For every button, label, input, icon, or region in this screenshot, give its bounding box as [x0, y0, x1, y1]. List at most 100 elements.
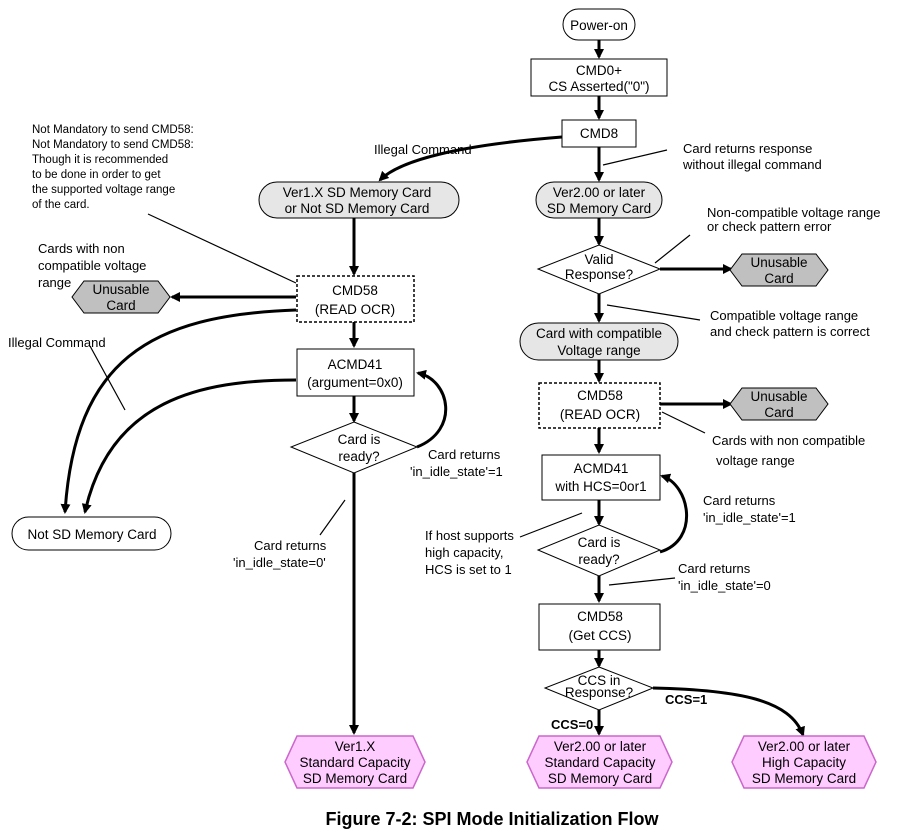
node-unusable-left: Unusable Card: [71, 280, 171, 314]
node-ver2std-line3: SD Memory Card: [548, 771, 652, 786]
annotation-idle1-left: Card returns 'in_idle_state'=1: [410, 447, 503, 479]
leader-idle0-left: [319, 499, 346, 536]
node-ver1std-line1: Ver1.X: [335, 739, 376, 754]
node-cmd0: CMD0+ CS Asserted("0"): [530, 58, 668, 97]
note-idle0-r1: Card returns: [678, 561, 751, 576]
node-unusable-l-line1: Unusable: [92, 282, 149, 297]
node-valid-response: Valid Response?: [536, 244, 662, 295]
leader-idle0-right: [608, 577, 676, 586]
node-cmd0-line1: CMD0+: [576, 63, 622, 78]
note-idle1-l1: Card returns: [428, 447, 501, 462]
annotation-card-returns-response: Card returns response without illegal co…: [682, 141, 822, 172]
node-ver1: Ver1.X SD Memory Card or Not SD Memory C…: [258, 181, 460, 219]
edge-ready-loop-left: [416, 369, 448, 449]
node-unusable-l-line2: Card: [106, 298, 135, 313]
node-unusable-r2-line2: Card: [764, 405, 793, 420]
node-cmd0-line2: CS Asserted("0"): [548, 79, 649, 94]
node-ver2std-line2: Standard Capacity: [544, 755, 655, 770]
node-power-on-text: Power-on: [570, 18, 628, 33]
note-cards-noncompat-r1: Cards with non compatible: [712, 433, 865, 448]
node-valid-line1: Valid: [584, 252, 613, 267]
node-acmd41-left: ACMD41 (argument=0x0): [296, 348, 415, 397]
node-unusable-r1-line2: Card: [764, 271, 793, 286]
note-noncompat-1: Non-compatible voltage range: [707, 205, 880, 220]
node-ready-right: Card is ready?: [536, 524, 662, 577]
node-acmd41r-line2: with HCS=0or1: [554, 479, 646, 494]
node-acmd41r-line1: ACMD41: [574, 461, 629, 476]
node-ver2std-line1: Ver2.00 or later: [554, 739, 647, 754]
node-ver2hc-line3: SD Memory Card: [752, 771, 856, 786]
edge-ccs1: [652, 686, 805, 737]
node-cmd58r-line2: (READ OCR): [560, 407, 640, 422]
edge-acmd41-notsd: [81, 378, 297, 514]
node-ver1std-line3: SD Memory Card: [303, 771, 407, 786]
node-compat-line1: Card with compatible: [536, 326, 662, 341]
note-not-mandatory-3: Though it is recommended: [32, 154, 168, 166]
note-compat-2: and check pattern is correct: [710, 324, 870, 339]
annotation-idle0-left: Card returns 'in_idle_state=0': [233, 538, 327, 570]
node-ver1-line1: Ver1.X SD Memory Card: [283, 185, 432, 200]
note-not-mandatory-1: Not Mandatory to send CMD58:: [32, 124, 194, 136]
figure-caption: Figure 7-2: SPI Mode Initialization Flow: [325, 809, 659, 829]
note-cards-noncompat-l2: compatible voltage: [38, 258, 146, 273]
node-cmd58l-line2: (READ OCR): [315, 302, 395, 317]
node-cmd58ccs-line1: CMD58: [577, 609, 623, 624]
node-ver2: Ver2.00 or later SD Memory Card: [535, 181, 663, 219]
node-ready-left: Card is ready?: [289, 421, 419, 474]
edge-ready-loop-right: [659, 473, 688, 554]
note-idle0-l2: 'in_idle_state=0': [233, 555, 326, 570]
annotation-compat-correct: Compatible voltage range and check patte…: [710, 308, 870, 339]
node-unusable-r2-line1: Unusable: [750, 389, 807, 404]
node-power-on: Power-on: [562, 8, 636, 41]
node-ver1-standard: Ver1.X Standard Capacity SD Memory Card: [284, 735, 426, 789]
node-cmd58-right: CMD58 (READ OCR): [538, 382, 661, 429]
annotation-not-mandatory: Not Mandatory to send CMD58: Not Mandato…: [32, 124, 194, 211]
node-cmd58l-line1: CMD58: [332, 283, 378, 298]
node-unusable-r1-line1: Unusable: [750, 255, 807, 270]
note-not-mandatory-2: Not Mandatory to send CMD58:: [32, 139, 194, 151]
node-ver2-standard: Ver2.00 or later Standard Capacity SD Me…: [526, 735, 673, 789]
node-cmd58-ccs: CMD58 (Get CCS): [538, 603, 661, 651]
annotation-idle1-right: Card returns 'in_idle_state'=1: [703, 493, 796, 525]
annotation-cards-noncompat-left: Cards with non compatible voltage range: [38, 241, 146, 290]
note-idle1-l2: 'in_idle_state'=1: [410, 464, 503, 479]
edge-cmd58-notsd: [60, 308, 297, 514]
node-ver2-high-capacity: Ver2.00 or later High Capacity SD Memory…: [731, 735, 877, 789]
note-hcs-2: high capacity,: [425, 545, 504, 560]
node-cmd58ccs-line2: (Get CCS): [568, 628, 631, 643]
leader-illegal-left: [89, 345, 126, 411]
node-acmd41-right: ACMD41 with HCS=0or1: [541, 454, 661, 501]
note-idle0-l1: Card returns: [254, 538, 327, 553]
node-compat-line2: Voltage range: [557, 343, 640, 358]
node-acmd41l-line2: (argument=0x0): [307, 375, 403, 390]
node-ver1-line2: or Not SD Memory Card: [285, 201, 430, 216]
label-illegal-command-left: Illegal Command: [8, 335, 106, 350]
note-hcs-3: HCS is set to 1: [425, 562, 512, 577]
node-ccs-line2: Response?: [565, 685, 633, 700]
node-cmd58r-line1: CMD58: [577, 388, 623, 403]
note-not-mandatory-4: to be done in order to get: [32, 169, 161, 181]
node-ccs-line1: CCS in: [578, 673, 621, 688]
node-acmd41l-line1: ACMD41: [328, 357, 383, 372]
leader-hcs: [519, 512, 583, 538]
node-ver2-line1: Ver2.00 or later: [553, 185, 646, 200]
node-not-sd: Not SD Memory Card: [11, 516, 172, 551]
edge-cmd8-ver1: [378, 135, 563, 182]
label-ccs0: CCS=0: [551, 717, 593, 732]
node-readyr-line1: Card is: [578, 535, 621, 550]
node-readyr-line2: ready?: [578, 552, 619, 567]
node-unusable-right-2: Unusable Card: [729, 387, 829, 421]
note-hcs-1: If host supports: [425, 528, 514, 543]
leader-not-mandatory: [147, 213, 297, 284]
node-unusable-right-1: Unusable Card: [729, 253, 829, 287]
node-ccs-response: CCS in Response?: [543, 666, 655, 711]
note-cards-noncompat-r2: voltage range: [716, 453, 795, 468]
node-cmd8: CMD8: [561, 119, 637, 148]
node-readyl-line2: ready?: [338, 449, 379, 464]
node-valid-line2: Response?: [565, 267, 633, 282]
leader-card-returns-response: [602, 149, 668, 166]
connectors: [60, 40, 805, 737]
node-ver2hc-line1: Ver2.00 or later: [758, 739, 851, 754]
label-ccs1: CCS=1: [665, 692, 707, 707]
